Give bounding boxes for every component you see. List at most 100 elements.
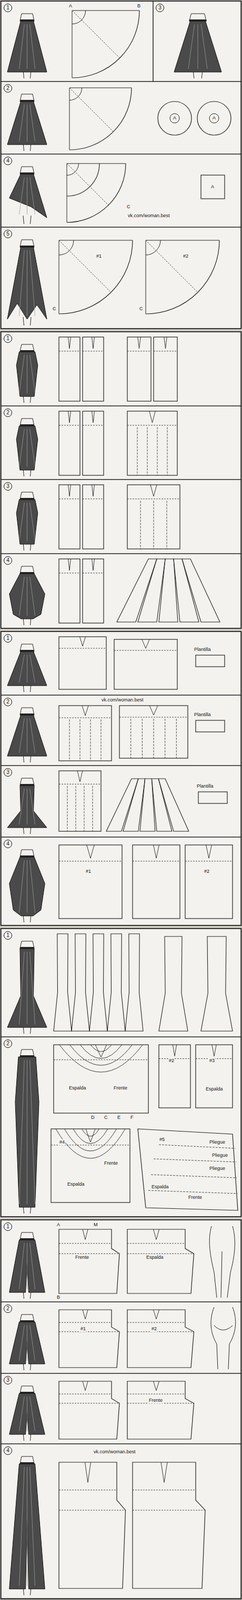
hip-line	[58, 648, 107, 650]
skirt-illustration	[9, 1233, 46, 1300]
pattern-label: C	[126, 204, 131, 210]
callout-number: 5	[6, 231, 10, 237]
pattern-label: #5	[158, 1137, 166, 1144]
panel-frame	[1, 695, 241, 766]
spread-piece	[123, 779, 146, 832]
fold-line	[29, 104, 36, 142]
callout-number: 3	[6, 1378, 10, 1384]
hip-line	[58, 498, 80, 500]
dart	[153, 1382, 160, 1392]
spread-piece	[182, 559, 220, 623]
panel-number: 1	[3, 634, 13, 643]
pattern-panel	[1, 1444, 241, 1600]
hip-line	[58, 784, 102, 785]
callout-number: 1	[6, 336, 10, 342]
panel-frame	[1, 81, 241, 155]
hip-line	[185, 861, 233, 862]
fold-line	[26, 1397, 28, 1433]
hip-line	[119, 717, 188, 719]
panel-frame	[1, 1444, 241, 1600]
pattern-label: #1	[79, 1326, 87, 1333]
dart	[150, 485, 157, 497]
pattern-panel	[1, 1037, 241, 1218]
fold-line	[19, 860, 25, 914]
pattern-label: D	[90, 1115, 96, 1122]
pattern-label: Plantilla	[196, 783, 215, 790]
pattern-panel	[1, 837, 241, 926]
dart	[77, 771, 83, 783]
bodice-outline	[19, 941, 35, 950]
panel-number: 2	[3, 1040, 13, 1049]
slash-line	[137, 427, 138, 477]
skirt-shape	[9, 857, 46, 917]
slash-line	[164, 719, 166, 759]
pattern-label: A	[56, 1222, 61, 1229]
section-frame	[1, 1, 242, 329]
fold-line	[29, 789, 36, 825]
draft-line	[58, 240, 112, 293]
fold-line	[29, 654, 36, 683]
slash-line	[90, 719, 92, 762]
bodice-outline	[19, 344, 35, 352]
leg-outline	[23, 215, 32, 225]
panel-frame	[1, 631, 241, 696]
culotte-block	[58, 1382, 120, 1440]
crotch-line	[127, 1332, 195, 1333]
panel-number: 2	[3, 408, 13, 418]
dart	[68, 337, 72, 349]
callout-number: 2	[6, 85, 10, 92]
pattern-label: Pliegue	[208, 1166, 226, 1173]
body-figure	[209, 1226, 235, 1299]
dart	[149, 706, 158, 716]
fold-line	[26, 104, 28, 142]
pattern-label: A	[68, 3, 73, 9]
panel-number: 3	[3, 768, 13, 778]
skirt-illustration	[7, 644, 47, 693]
bodice-outline	[19, 239, 35, 248]
skirt-shape	[7, 949, 47, 1028]
callout-number: 4	[6, 558, 10, 564]
bodice-outline	[19, 1233, 35, 1241]
waistband	[19, 1055, 35, 1058]
dart	[212, 1045, 217, 1057]
pattern-block	[82, 485, 104, 550]
callout-number: 3	[6, 770, 10, 776]
callout-number: 4	[6, 1448, 10, 1455]
pattern-label: #2	[150, 1326, 158, 1333]
dart	[82, 1382, 88, 1392]
pattern-block	[158, 1045, 191, 1109]
fold-line	[29, 718, 36, 754]
pattern-block	[58, 637, 107, 690]
hip-line	[153, 350, 178, 352]
callout-number: 3	[6, 484, 10, 490]
skirt-shape	[7, 101, 47, 145]
hip-outline	[210, 1307, 236, 1370]
skirt-illustration	[16, 344, 38, 403]
slash-line	[69, 719, 70, 762]
panel-frame	[1, 1302, 241, 1375]
pleat-line	[153, 1159, 237, 1163]
pattern-label: Frente	[148, 1398, 164, 1405]
fold-line	[19, 1397, 25, 1433]
skirt-shape	[9, 1322, 46, 1365]
leg-outline	[209, 1226, 235, 1299]
hem-arc	[72, 10, 140, 78]
pattern-label: vk.com/woman.best	[127, 213, 171, 219]
pattern-panel	[1, 1374, 241, 1445]
pattern-label: Plantilla	[193, 647, 212, 653]
pattern-panel	[153, 1, 241, 82]
dart	[82, 706, 89, 717]
bodice-outline	[19, 1050, 35, 1058]
hip-line	[58, 1394, 112, 1396]
hip-line	[127, 1323, 186, 1324]
panel-number: 1	[3, 1223, 13, 1232]
pattern-block	[58, 559, 80, 624]
fold-line	[29, 1243, 36, 1290]
skirt-illustration	[16, 418, 38, 477]
culotte-block	[58, 1229, 120, 1295]
pattern-label: A	[212, 115, 217, 121]
fold-line	[19, 1325, 25, 1362]
pattern-block	[58, 485, 80, 550]
fold-line	[19, 654, 25, 683]
pattern-block	[119, 706, 188, 759]
